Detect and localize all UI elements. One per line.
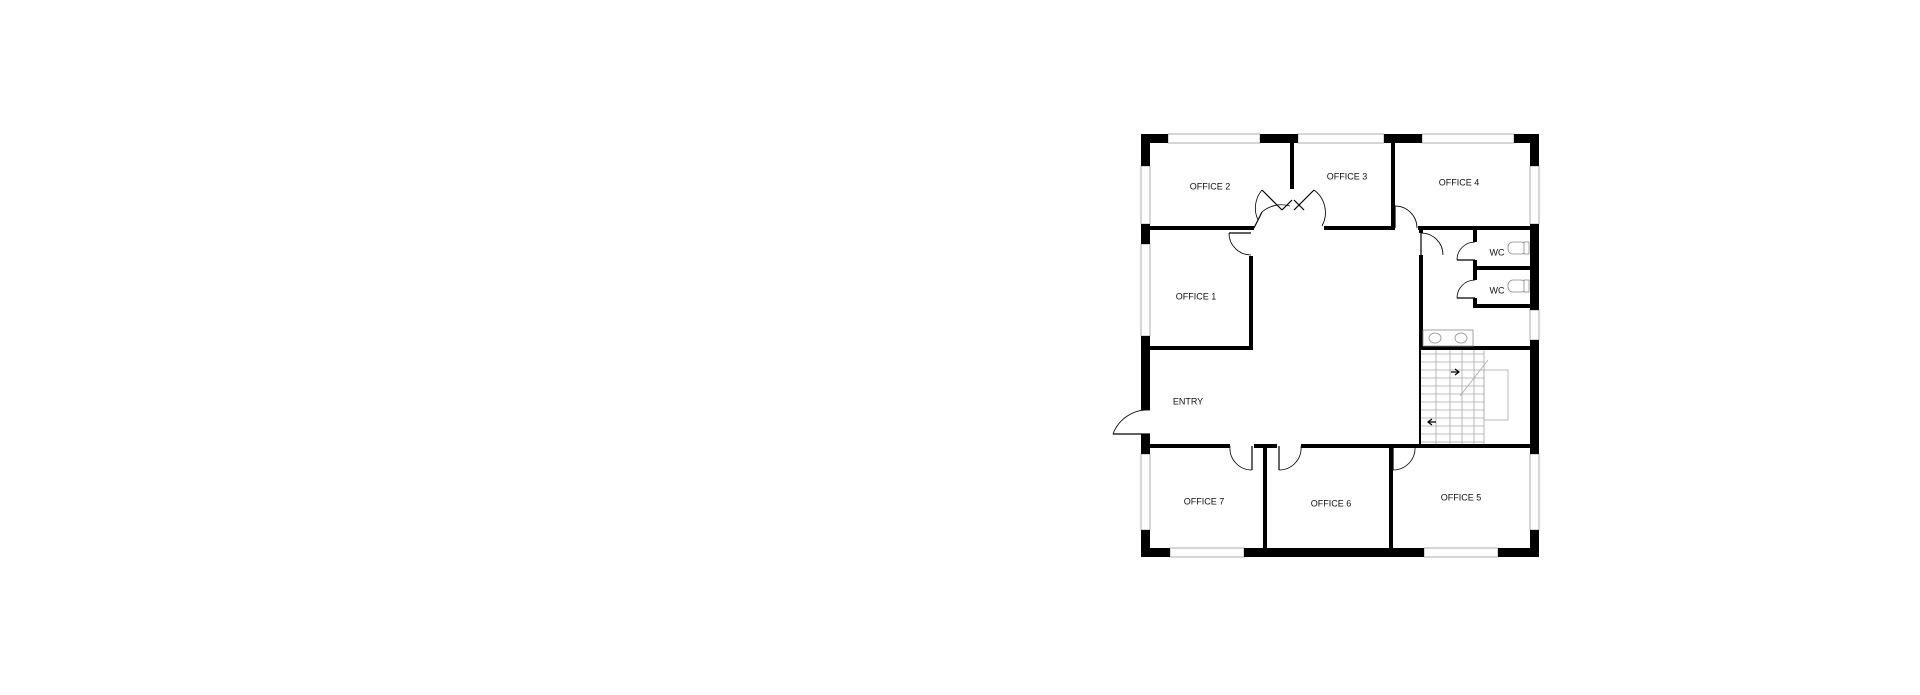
window-bottom-2 [1423,547,1499,558]
stair-landing [1483,369,1509,421]
wall-wc2-left [1473,270,1477,280]
door-o3-arc [1313,189,1326,227]
exterior-walls [1141,134,1539,557]
room-label-office-4: OFFICE 4 [1439,177,1480,187]
door-o6-arc [1278,445,1302,471]
room-label-office-2: OFFICE 2 [1190,181,1231,191]
stair-arrow-down-icon [1427,418,1436,426]
sink-1-icon [1428,332,1442,344]
wall-wc-divider [1473,266,1530,270]
room-label-office-5: OFFICE 5 [1441,492,1482,502]
wall-o2-o3 [1290,143,1294,189]
corner-bottom-left-v [1141,530,1150,557]
toilet-lower-tank-icon [1523,279,1530,293]
wall-wc2-left-b [1473,298,1477,308]
room-label-office-7: OFFICE 7 [1184,496,1225,506]
pier-left-2 [1141,336,1150,410]
pier-left-1 [1141,224,1150,244]
door-o3-leaf [1293,189,1315,211]
room-label-office-6: OFFICE 6 [1311,498,1352,508]
toilet-upper-tank-icon [1523,241,1530,255]
room-labels: OFFICE 2 OFFICE 3 OFFICE 4 OFFICE 1 WC W… [1173,171,1505,508]
window-left-2 [1140,243,1151,337]
pier-right-2 [1530,340,1539,454]
wall-wc1-left [1473,230,1477,242]
corner-top-right-v [1530,134,1539,166]
door-o7-arc [1229,445,1253,471]
wall-wc-left [1419,255,1423,349]
wall-entry-left-stub [1141,434,1150,440]
window-left-3 [1140,453,1151,531]
fixtures [1422,241,1530,347]
window-left-1 [1140,165,1151,225]
stair-treads-upper [1421,353,1484,443]
door-o5-arc [1392,445,1416,471]
corner-bottom-left [1141,548,1170,557]
stair-break-line [1459,359,1489,397]
room-label-entry: ENTRY [1173,396,1203,406]
toilet-upper-icon [1507,241,1527,255]
wall-o3-bottom [1324,226,1395,230]
stair-stringers [1435,350,1485,444]
door-entry-arc [1112,409,1151,435]
pier-top-2 [1384,134,1422,143]
door-o2-arc [1261,204,1291,213]
toilet-lower-icon [1507,279,1527,293]
pier-left-3 [1141,440,1150,454]
wall-o2-bottom [1150,226,1254,230]
corner-top-left [1141,134,1168,143]
wall-o6-top-a [1254,444,1277,448]
room-label-wc-upper: WC [1490,247,1505,257]
wall-o6-o5 [1389,448,1393,548]
wall-o6-top-b [1301,444,1393,448]
doors [1112,189,1476,471]
door-o1-arc [1228,232,1252,256]
wall-o7-o6 [1263,448,1267,548]
corner-top-right [1514,134,1539,143]
wall-o5-top [1393,444,1530,448]
window-bottom-1 [1169,547,1245,558]
sink-2-icon [1454,332,1468,344]
stair [1421,350,1509,444]
window-right-3 [1529,453,1540,531]
stair-arrow-up-icon [1451,368,1460,376]
wall-o7-top [1150,444,1230,448]
door-o2b-leaf [1261,189,1283,211]
door-wc2-arc [1456,279,1476,299]
wall-o3-o4 [1391,143,1395,229]
corner-top-left-v [1141,134,1150,166]
door-o3-stub [1281,199,1293,211]
door-o4-arc [1394,205,1418,229]
corner-bottom-right [1498,548,1539,557]
room-label-office-1: OFFICE 1 [1176,291,1217,301]
wall-wc1-left-b [1473,260,1477,270]
wall-o4-bottom [1418,226,1530,230]
wall-stair-left [1419,350,1421,444]
wall-wc-stub [1419,229,1423,233]
pier-top-1 [1260,134,1298,143]
pier-right-1 [1530,224,1539,310]
room-label-office-3: OFFICE 3 [1327,171,1368,181]
corner-bottom-right-v [1530,530,1539,557]
window-right-2 [1529,309,1540,341]
wall-o1-right [1249,256,1253,350]
wall-wc-bottom [1473,304,1530,308]
wall-o1-bottom [1150,346,1253,350]
door-o3-stub-b [1293,199,1305,211]
pier-bottom-1 [1244,548,1424,557]
wall-lav-bottom [1419,346,1530,350]
window-top-1 [1167,133,1261,144]
interior-walls [1141,143,1530,548]
room-label-wc-lower: WC [1490,285,1505,295]
door-wc-corridor-arc [1420,232,1444,256]
door-o2b-arc [1254,189,1263,221]
window-top-3 [1421,133,1515,144]
window-right-1 [1529,165,1540,225]
door-wc1-arc [1456,241,1476,261]
window-top-2 [1297,133,1385,144]
